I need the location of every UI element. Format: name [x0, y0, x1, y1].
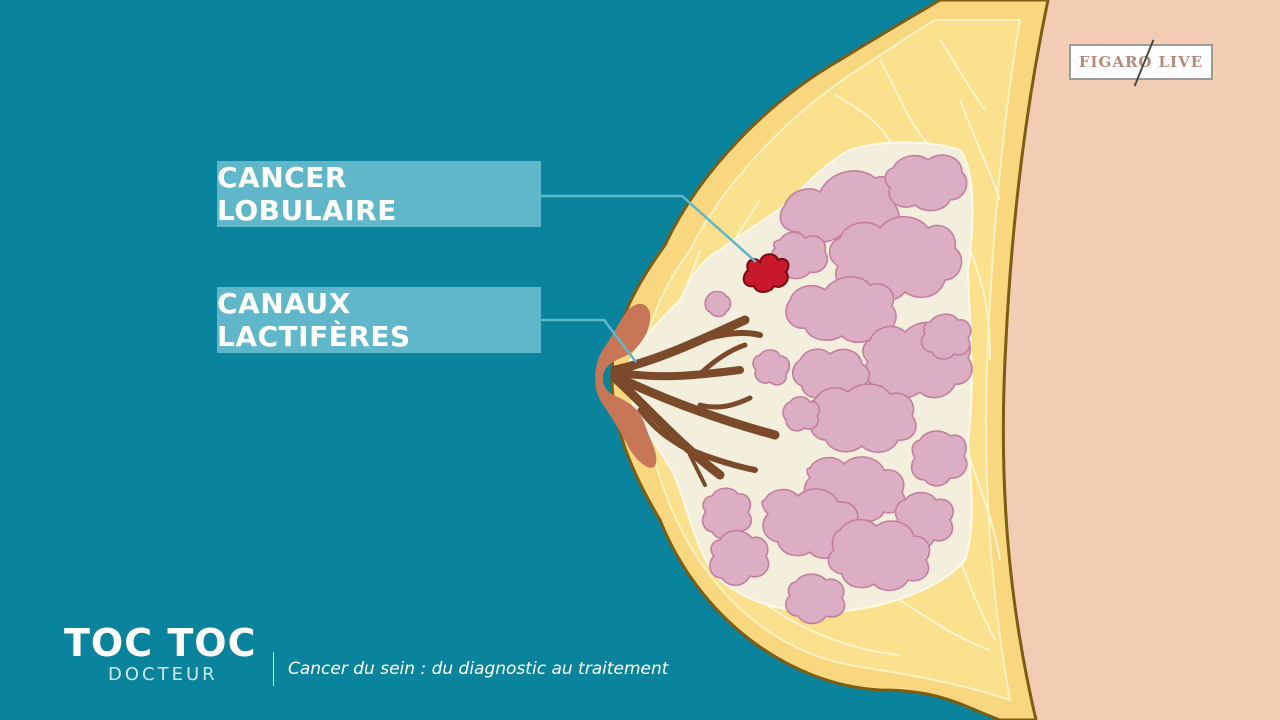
logo-left-text: FIGARO — [1078, 53, 1153, 71]
lobules — [701, 154, 973, 625]
figaro-live-logo: FIGARO LIVE — [1069, 39, 1213, 87]
show-brand: TOC TOC DOCTEUR — [64, 622, 264, 686]
milk-ducts — [610, 315, 780, 487]
lobule — [785, 573, 846, 625]
lobule — [785, 276, 897, 344]
lobule — [701, 487, 752, 540]
lobule — [884, 154, 968, 212]
chest-wall — [1001, 0, 1280, 720]
logo-right-text: LIVE — [1158, 53, 1204, 71]
label-canaux-lactiferes: CANAUX LACTIFÈRES — [217, 287, 541, 353]
pointer-line-lobular — [541, 194, 757, 263]
lobule — [782, 395, 820, 432]
lobule — [709, 529, 770, 587]
video-subtitle: Cancer du sein : du diagnostic au traite… — [288, 659, 669, 679]
lobule — [752, 349, 791, 386]
tumor-lobular-cancer — [742, 253, 790, 293]
show-subtitle: DOCTEUR — [108, 664, 218, 685]
lobule — [910, 430, 968, 487]
label-canaux-lactiferes-text: CANAUX LACTIFÈRES — [217, 287, 411, 353]
label-cancer-lobulaire-text: CANCER LOBULAIRE — [217, 161, 397, 227]
lobule — [827, 518, 931, 592]
lobule — [704, 290, 732, 318]
nipple — [595, 303, 657, 468]
video-subtitle-bar: Cancer du sein : du diagnostic au traite… — [273, 652, 668, 686]
pointer-line-ducts — [541, 318, 637, 363]
label-cancer-lobulaire: CANCER LOBULAIRE — [217, 161, 541, 227]
lobule — [920, 313, 972, 360]
show-title: TOC TOC — [64, 621, 257, 665]
